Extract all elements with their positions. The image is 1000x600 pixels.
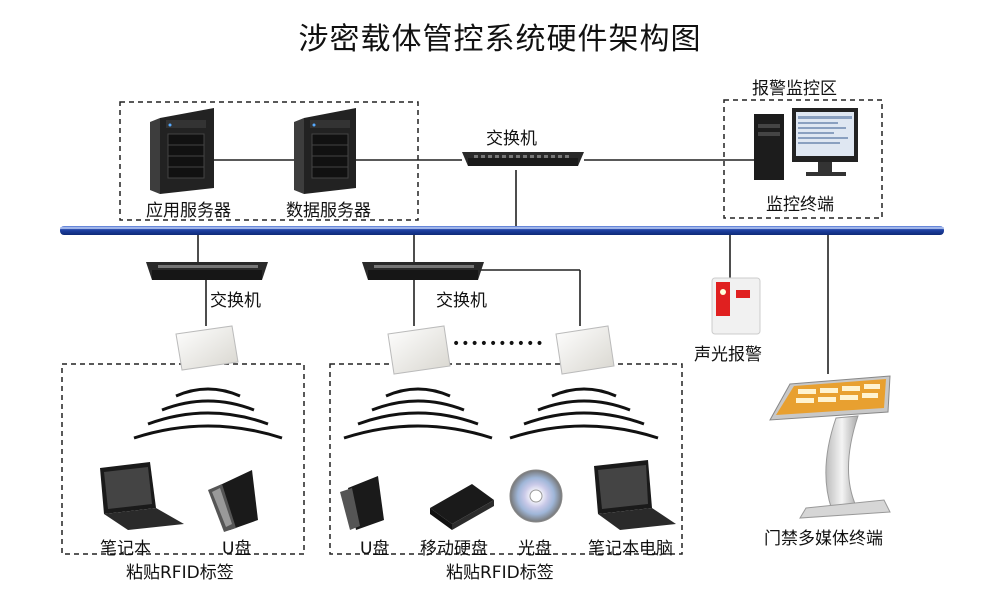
label-mid-switch: 交换机 bbox=[436, 291, 487, 311]
rfid-reader-left-icon bbox=[175, 325, 239, 371]
label-mid-disc: 光盘 bbox=[518, 539, 552, 559]
mid-laptop-icon bbox=[594, 460, 676, 530]
label-monitor-terminal: 监控终端 bbox=[766, 195, 834, 215]
left-usb-drive-icon bbox=[208, 470, 258, 532]
left-laptop-icon bbox=[100, 462, 184, 530]
mid-disc-icon bbox=[509, 469, 563, 523]
signal-waves-mid bbox=[343, 387, 493, 440]
label-app-server: 应用服务器 bbox=[146, 201, 231, 221]
left-switch-icon bbox=[146, 262, 268, 280]
label-kiosk: 门禁多媒体终端 bbox=[764, 529, 883, 549]
mid-hdd-icon bbox=[430, 484, 494, 530]
diagram-title: 涉密载体管控系统硬件架构图 bbox=[298, 22, 702, 57]
core-switch-icon bbox=[462, 152, 584, 166]
kiosk-terminal-icon bbox=[769, 375, 891, 519]
label-left-laptop: 笔记本 bbox=[100, 539, 151, 559]
signal-waves-left bbox=[133, 387, 283, 440]
label-mid-usb: U盘 bbox=[360, 539, 390, 559]
label-sound-light-alarm: 声光报警 bbox=[694, 345, 762, 365]
label-left-zone-caption: 粘贴RFID标签 bbox=[126, 563, 234, 583]
rfid-reader-right-icon bbox=[555, 325, 615, 375]
signal-waves-right bbox=[509, 387, 659, 440]
label-alarm-zone: 报警监控区 bbox=[752, 79, 837, 99]
label-mid-laptop: 笔记本电脑 bbox=[588, 539, 673, 559]
middle-switch-icon bbox=[362, 262, 484, 280]
reader-ellipsis: •••••••••• bbox=[452, 336, 545, 352]
label-left-usb: U盘 bbox=[222, 539, 252, 559]
alarm-zone-box bbox=[723, 99, 883, 219]
data-server-icon bbox=[294, 108, 356, 194]
server-zone-box bbox=[119, 101, 419, 221]
rfid-reader-mid-icon bbox=[387, 325, 451, 375]
monitoring-terminal-icon bbox=[754, 108, 858, 180]
label-left-switch: 交换机 bbox=[210, 291, 261, 311]
label-mid-hdd: 移动硬盘 bbox=[420, 539, 488, 559]
sound-light-alarm-icon bbox=[711, 277, 761, 335]
mid-tag-zone-box bbox=[329, 363, 683, 555]
label-data-server: 数据服务器 bbox=[286, 201, 371, 221]
mid-usb-drive-icon bbox=[340, 476, 384, 530]
application-server-icon bbox=[150, 108, 214, 194]
label-core-switch: 交换机 bbox=[486, 129, 537, 149]
label-mid-zone-caption: 粘贴RFID标签 bbox=[446, 563, 554, 583]
